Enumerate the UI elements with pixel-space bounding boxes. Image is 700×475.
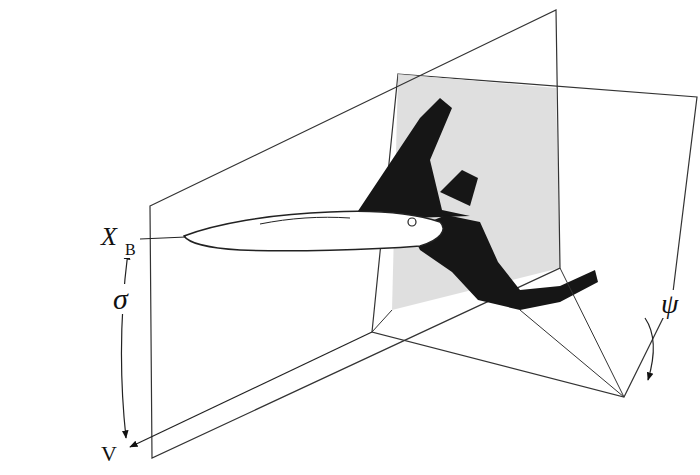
sigma-angle-arc — [121, 252, 128, 438]
wing-root — [440, 170, 478, 206]
construction-line — [560, 268, 624, 397]
fuselage — [184, 211, 443, 250]
canopy-line — [260, 217, 350, 224]
upper-wing — [352, 98, 470, 220]
velocity-vector — [130, 332, 372, 447]
reference-point — [408, 218, 416, 226]
angle-symbol: ψ — [660, 290, 679, 318]
construction-line — [520, 310, 624, 397]
psi-angle-arc — [645, 318, 653, 380]
body-axis-line — [140, 237, 186, 239]
plane-intersection-line — [372, 310, 392, 332]
axis-symbol: X — [100, 224, 118, 250]
angle-symbol: σ — [112, 284, 129, 314]
axis-subscript: B — [124, 242, 137, 258]
vertical-plane — [150, 10, 560, 458]
vector-symbol: V — [100, 443, 118, 465]
